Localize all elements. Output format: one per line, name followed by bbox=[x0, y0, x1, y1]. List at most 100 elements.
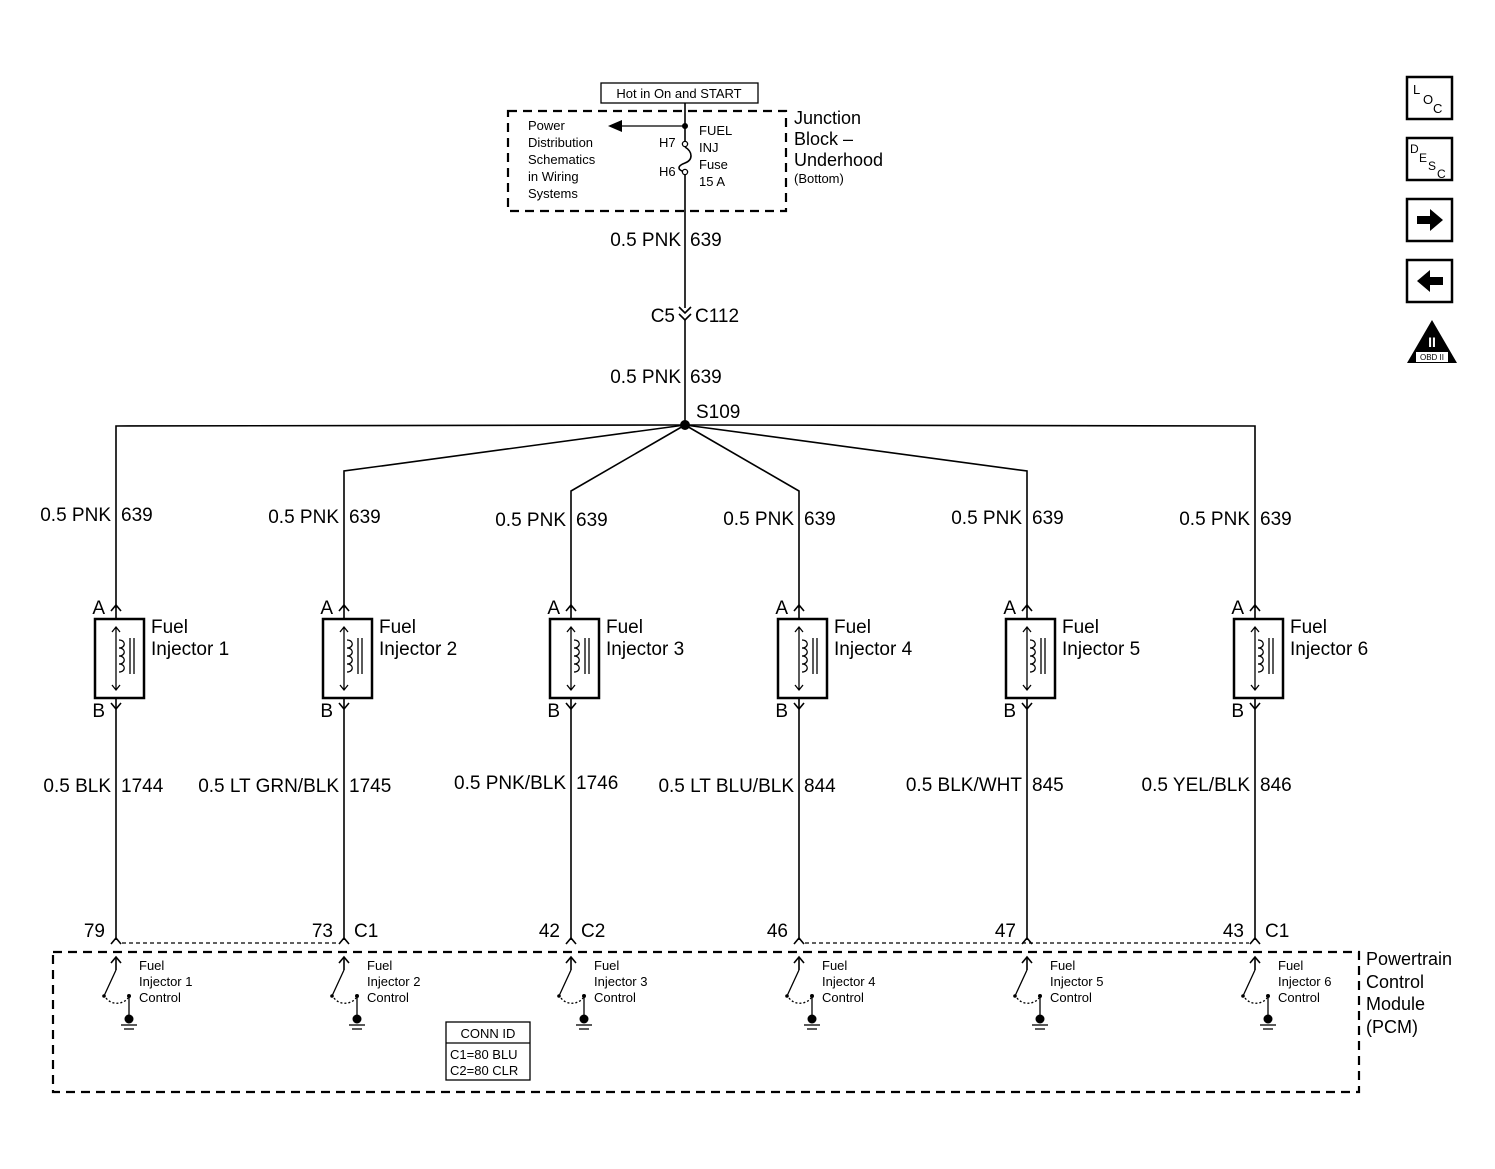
conn-id-title: CONN ID bbox=[461, 1026, 516, 1041]
injector-name: Fuel Injector 3 bbox=[606, 617, 684, 660]
injector-name: Fuel Injector 6 bbox=[1290, 617, 1368, 660]
next-button[interactable] bbox=[1405, 197, 1454, 243]
injector-body bbox=[93, 617, 146, 700]
previous-button[interactable] bbox=[1405, 258, 1454, 304]
arrow-left-icon bbox=[1417, 270, 1443, 292]
obd-numeral: II bbox=[1428, 334, 1436, 350]
hot-label: Hot in On and START bbox=[616, 86, 741, 101]
injector-coil-icon bbox=[111, 625, 135, 692]
ctrl-gauge: 0.5 LT BLU/BLK bbox=[658, 776, 794, 797]
desc-icon-s: S bbox=[1428, 159, 1436, 173]
pin-h6-terminal bbox=[681, 168, 689, 176]
injector-name: Fuel Injector 4 bbox=[834, 617, 913, 660]
loc-button[interactable]: L O C bbox=[1405, 75, 1454, 121]
injector-coil-icon bbox=[1022, 625, 1046, 692]
pcm-connector: C1 bbox=[1265, 921, 1289, 942]
driver-switch-icon bbox=[557, 969, 592, 1030]
ground-icon bbox=[1263, 1014, 1273, 1024]
ctrl-gauge: 0.5 PNK/BLK bbox=[454, 773, 566, 794]
feed-gauge: 0.5 PNK bbox=[723, 509, 794, 530]
branch-injector-2 bbox=[343, 424, 686, 608]
desc-icon-e: E bbox=[1419, 151, 1427, 165]
feed-circuit: 639 bbox=[804, 509, 836, 530]
power-note: Power Distribution Schematics in Wiring … bbox=[528, 118, 599, 201]
junction-block: Hot in On and START Power Distribution S… bbox=[506, 82, 883, 213]
desc-icon-d: D bbox=[1410, 142, 1419, 156]
pcm-channel-label: Fuel Injector 3 Control bbox=[594, 958, 651, 1005]
pcm-channel-label: Fuel Injector 1 Control bbox=[139, 958, 196, 1005]
branch-injector-4 bbox=[684, 424, 800, 608]
injector-3: 0.5 PNK 639 A Fuel Injector 3 B 0.5 PNK/… bbox=[454, 510, 684, 1030]
feed-circuit: 639 bbox=[121, 505, 153, 526]
pin-a: A bbox=[92, 598, 105, 619]
loc-icon-c: C bbox=[1433, 101, 1442, 116]
pin-b: B bbox=[320, 701, 333, 722]
splice-branches bbox=[115, 424, 1256, 608]
main-feed: 0.5 PNK 639 C5 C112 0.5 PNK 639 S109 bbox=[610, 175, 740, 430]
injector-name: Fuel Injector 5 bbox=[1062, 617, 1140, 660]
desc-button[interactable]: D E S C bbox=[1405, 136, 1454, 182]
pcm-channel-label: Fuel Injector 5 Control bbox=[1050, 958, 1107, 1005]
conn-id-table: CONN ID C1=80 BLU C2=80 CLR bbox=[445, 1021, 531, 1081]
injector-coil-icon bbox=[339, 625, 363, 692]
injector-2: 0.5 PNK 639 A Fuel Injector 2 B 0.5 LT G… bbox=[198, 507, 457, 1030]
pin-a: A bbox=[547, 598, 560, 619]
pcm-outline bbox=[51, 950, 1361, 1094]
pin-h7-label: H7 bbox=[659, 135, 676, 150]
pcm-pin: 79 bbox=[84, 921, 105, 942]
pcm-channel-label: Fuel Injector 6 Control bbox=[1278, 958, 1335, 1005]
branch-injector-1 bbox=[115, 424, 686, 608]
pin-b: B bbox=[1003, 701, 1016, 722]
feed-gauge: 0.5 PNK bbox=[495, 510, 566, 531]
feed-upper-circuit: 639 bbox=[690, 230, 722, 251]
feed-upper-gauge: 0.5 PNK bbox=[610, 230, 681, 251]
driver-switch-icon bbox=[102, 969, 137, 1030]
injector-body bbox=[776, 617, 829, 700]
pin-a: A bbox=[775, 598, 788, 619]
ctrl-circuit: 1746 bbox=[576, 773, 618, 794]
desc-icon-c: C bbox=[1437, 167, 1446, 181]
obd-text: OBD II bbox=[1420, 353, 1444, 362]
branch-injector-3 bbox=[570, 424, 686, 608]
nav-icons: L O C D E S C II OBD II bbox=[1405, 75, 1457, 363]
pcm-connector: C1 bbox=[354, 921, 378, 942]
pcm-pin: 42 bbox=[539, 921, 560, 942]
injector-coil-icon bbox=[794, 625, 818, 692]
pin-a: A bbox=[1003, 598, 1016, 619]
injector-5: 0.5 PNK 639 A Fuel Injector 5 B 0.5 BLK/… bbox=[906, 508, 1140, 1030]
power-arrow-head bbox=[608, 120, 622, 132]
injector-name: Fuel Injector 1 bbox=[151, 617, 229, 660]
ground-icon bbox=[352, 1014, 362, 1024]
feed-lower-circuit: 639 bbox=[690, 367, 722, 388]
junction-block-sub: (Bottom) bbox=[794, 171, 844, 186]
pcm-connector: C2 bbox=[581, 921, 605, 942]
pin-a: A bbox=[1231, 598, 1244, 619]
ground-icon bbox=[1035, 1014, 1045, 1024]
ground-icon bbox=[807, 1014, 817, 1024]
pcm-module: Powertrain Control Module (PCM) CONN ID … bbox=[51, 949, 1452, 1094]
hot-label-box bbox=[600, 82, 759, 104]
loc-icon-l: L bbox=[1413, 82, 1420, 97]
pin-h7-terminal bbox=[681, 140, 689, 148]
fuse-label: FUEL INJ Fuse 15 A bbox=[699, 123, 735, 189]
obd-ii-button[interactable]: II OBD II bbox=[1407, 320, 1457, 363]
driver-switch-icon bbox=[330, 969, 365, 1030]
fuse-symbol bbox=[678, 146, 692, 173]
pin-b: B bbox=[775, 701, 788, 722]
injector-body bbox=[1232, 617, 1285, 700]
ctrl-circuit: 844 bbox=[804, 776, 836, 797]
ctrl-gauge: 0.5 BLK/WHT bbox=[906, 775, 1023, 796]
pin-b: B bbox=[92, 701, 105, 722]
feed-gauge: 0.5 PNK bbox=[40, 505, 111, 526]
feed-circuit: 639 bbox=[576, 510, 608, 531]
injector-body bbox=[1004, 617, 1057, 700]
pcm-channel-label: Fuel Injector 2 Control bbox=[367, 958, 424, 1005]
injector-body bbox=[321, 617, 374, 700]
pcm-channel-label: Fuel Injector 4 Control bbox=[822, 958, 879, 1005]
ctrl-circuit: 845 bbox=[1032, 775, 1064, 796]
splice-label: S109 bbox=[696, 402, 740, 423]
junction-block-outline bbox=[506, 109, 788, 213]
feed-circuit: 639 bbox=[1260, 509, 1292, 530]
pcm-pin: 47 bbox=[995, 921, 1016, 942]
